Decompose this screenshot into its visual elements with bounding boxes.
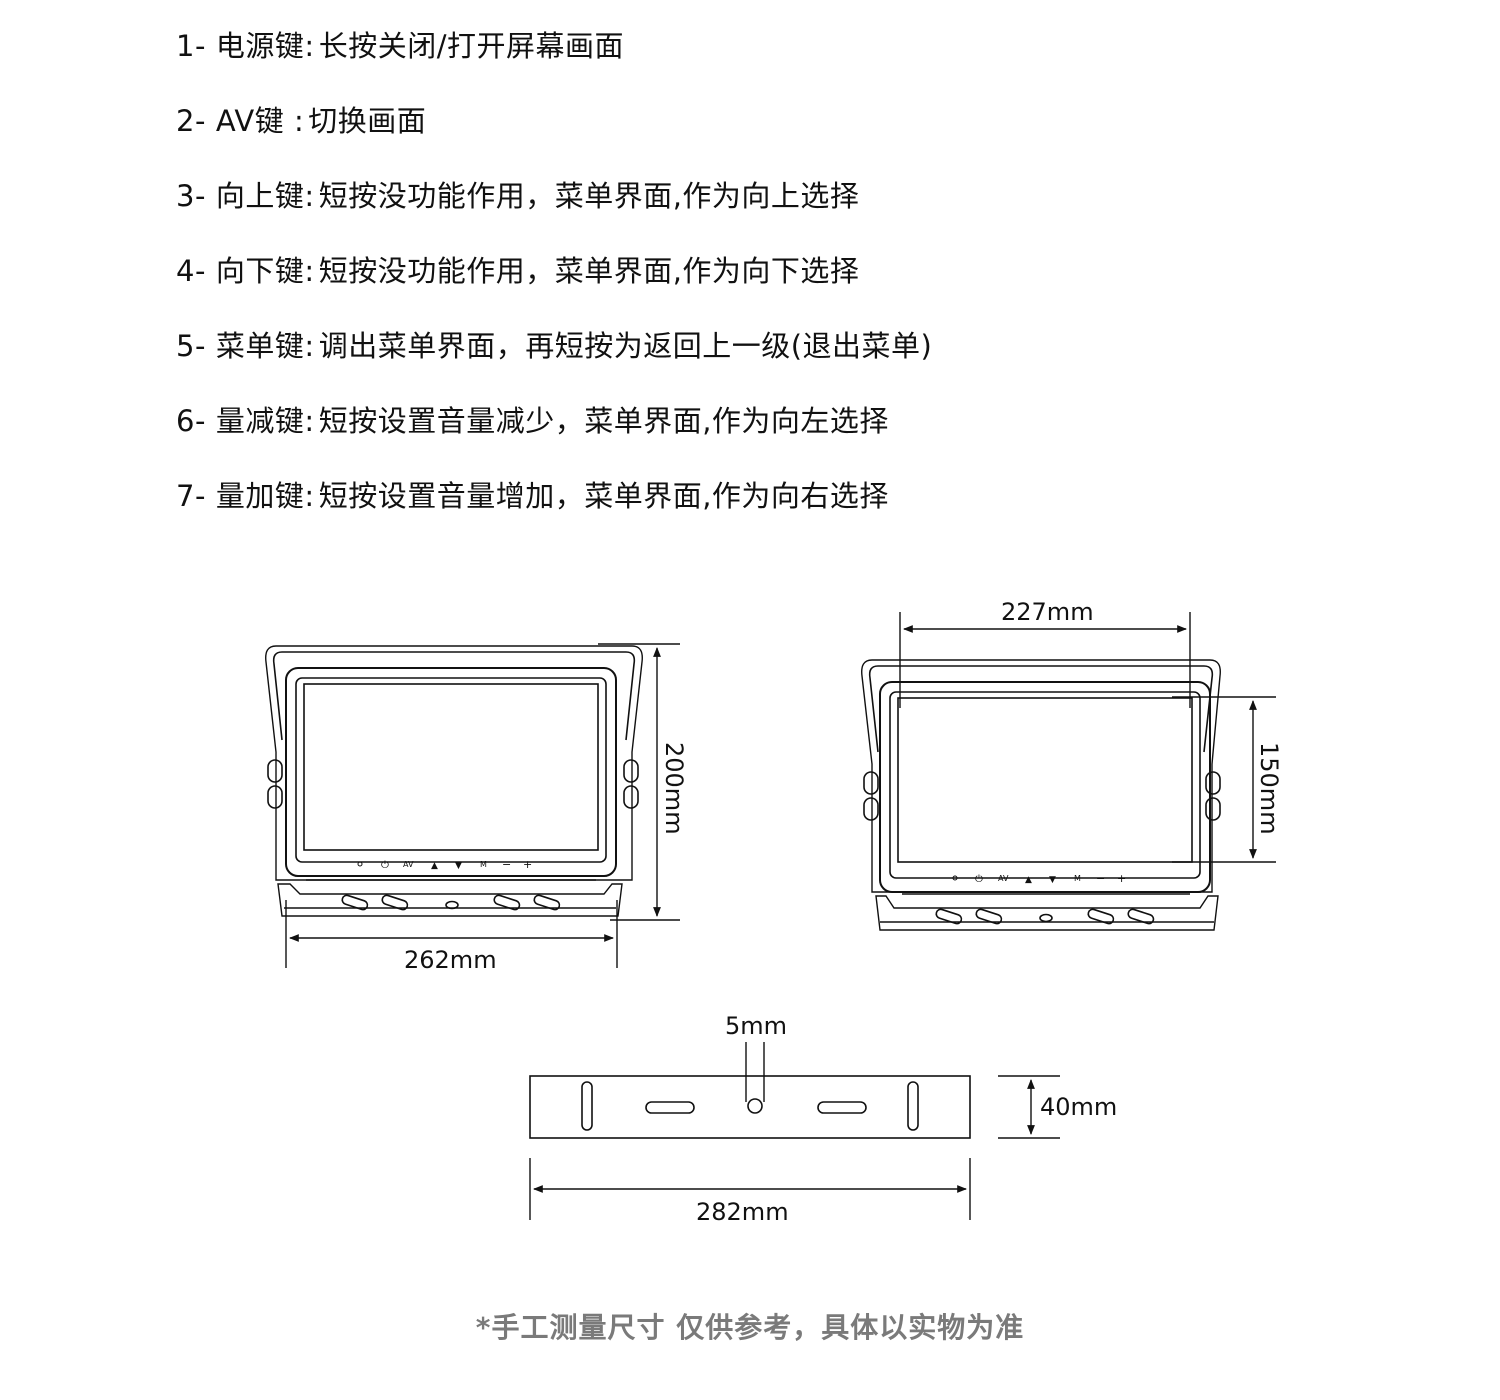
- instruction-list: 1-电源键:长按关闭/打开屏幕画面 2-AV键 :切换画面 3-向上键:短按没功…: [176, 20, 932, 545]
- monitor-front-view: [265, 645, 643, 917]
- dimension-screen-width-227mm: 227mm: [1001, 598, 1094, 626]
- mounting-bracket: [529, 1075, 971, 1139]
- plus-button-icon: +: [1117, 872, 1126, 885]
- power-button-icon: ⏻: [975, 874, 983, 885]
- monitor-screen-view: [861, 659, 1221, 931]
- av-button-label: AV: [998, 874, 1009, 883]
- power-button-icon: ⏻: [381, 860, 389, 871]
- down-button-icon: ▼: [455, 861, 462, 871]
- instruction-item: 2-AV键 :切换画面: [176, 104, 427, 138]
- indicator-dot: [952, 875, 958, 881]
- dimension-width-262mm: 262mm: [404, 946, 497, 974]
- minus-button-icon: −: [502, 858, 511, 871]
- up-button-icon: ▲: [1025, 875, 1032, 885]
- menu-button-label: M: [480, 860, 487, 869]
- dimension-height-200mm: 200mm: [660, 742, 688, 835]
- measurement-disclaimer: *手工测量尺寸 仅供参考，具体以实物为准: [475, 1311, 1025, 1344]
- monitor-front-dimensions: [285, 643, 680, 968]
- instruction-item: 1-电源键:长按关闭/打开屏幕画面: [176, 29, 624, 63]
- bracket-dimensions: [529, 1042, 1060, 1220]
- instruction-item: 5-菜单键:调出菜单界面，再短按为返回上一级(退出菜单): [176, 329, 933, 363]
- instruction-item: 4-向下键:短按没功能作用，菜单界面,作为向下选择: [176, 254, 860, 288]
- monitor-screen-buttons: ⏻ AV ▲ ▼ M − +: [952, 872, 1126, 885]
- av-button-label: AV: [403, 860, 414, 869]
- dimension-hole-5mm: 5mm: [725, 1012, 787, 1040]
- plus-button-icon: +: [523, 858, 532, 871]
- dimension-bracket-height-40mm: 40mm: [1040, 1093, 1117, 1121]
- down-button-icon: ▼: [1049, 875, 1056, 885]
- dimension-screen-height-150mm: 150mm: [1255, 742, 1283, 835]
- indicator-dot: [357, 861, 363, 867]
- instruction-item: 3-向上键:短按没功能作用，菜单界面,作为向上选择: [176, 179, 860, 213]
- dimension-bracket-width-282mm: 282mm: [696, 1198, 789, 1226]
- instruction-item: 6-量减键:短按设置音量减少，菜单界面,作为向左选择: [176, 404, 889, 438]
- up-button-icon: ▲: [431, 861, 438, 871]
- monitor-screen-dimensions: [899, 612, 1276, 863]
- minus-button-icon: −: [1096, 872, 1105, 885]
- menu-button-label: M: [1074, 874, 1081, 883]
- instruction-item: 7-量加键:短按设置音量增加，菜单界面,作为向右选择: [176, 479, 889, 513]
- monitor-front-buttons: ⏻ AV ▲ ▼ M − +: [357, 858, 532, 871]
